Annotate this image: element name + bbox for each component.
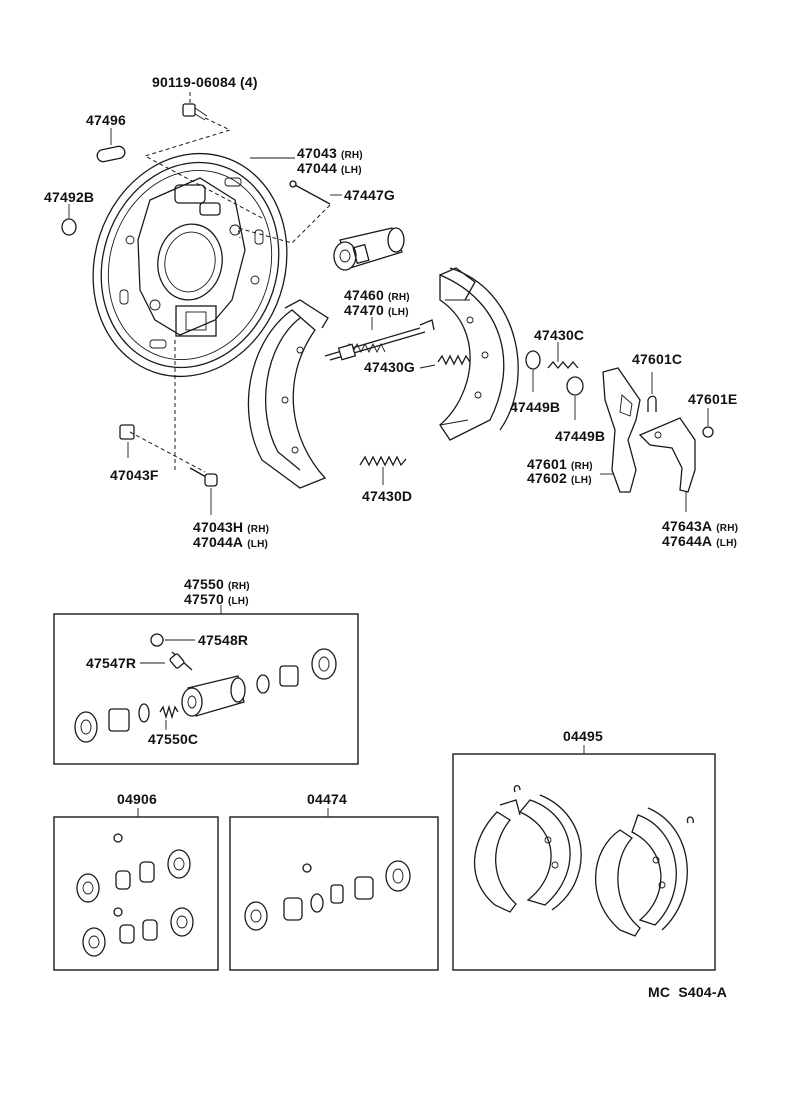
cup-b1-part-number: 47449B <box>510 399 561 415</box>
auto-adjust-lever-drawing <box>638 417 696 512</box>
pin-drawing <box>237 180 342 244</box>
adjuster-drawing <box>324 317 435 361</box>
left-brake-shoe-drawing <box>247 299 329 489</box>
spring-g-drawing <box>419 354 471 369</box>
kit-04474-label: 04474 <box>307 791 347 807</box>
cylinder-spring-part-number: 47550C <box>148 731 199 747</box>
lever-lh-number: 47602 <box>527 470 567 486</box>
wheel-cylinder-parts-drawing <box>74 633 337 743</box>
wheel-cylinder-lh-number: 47570 <box>184 591 224 607</box>
kit-04906-box <box>53 816 219 971</box>
parking-lever-drawing <box>600 367 641 493</box>
backing-plate-rh-number: 47043 <box>297 145 337 161</box>
wheel-cylinder-drawing <box>333 227 405 271</box>
clip-e-part-number: 47601E <box>688 391 738 407</box>
lever-rh-label: 47601(RH) <box>527 457 593 474</box>
kit-04474-parts-drawing <box>244 860 411 931</box>
backing-plate-rh-side: (RH) <box>340 150 363 161</box>
spring-d-drawing <box>359 455 407 485</box>
bleeder-plug-part-number: 47547R <box>86 655 137 671</box>
backing-plate-lh-side: (LH) <box>340 165 362 176</box>
spring-c-part-number: 47430C <box>534 327 585 343</box>
kit-04906-parts-drawing <box>76 833 194 957</box>
adjuster-lh-number: 47470 <box>344 302 384 318</box>
adjuster-lh-label: 47470(LH) <box>344 303 409 320</box>
wheel-cylinder-rh-side: (RH) <box>227 581 250 592</box>
adjuster-rh-number: 47460 <box>344 287 384 303</box>
bleeder-cap-part-number: 47548R <box>198 632 249 648</box>
wheel-cylinder-rh-number: 47550 <box>184 576 224 592</box>
cup-b2-part-number: 47449B <box>555 428 606 444</box>
bolt-part-number: 90119-06084 (4) <box>152 74 258 90</box>
lever2-lh-label: 47644A(LH) <box>662 534 737 551</box>
hold-down-parts-drawing <box>525 342 584 420</box>
diagram-footer-code: MC S404-A <box>648 984 728 1000</box>
spring-d-part-number: 47430D <box>362 488 413 504</box>
lever2-rh-side: (RH) <box>716 523 739 534</box>
backing-plate-drawing <box>92 152 288 378</box>
clip-e-drawing <box>702 426 714 438</box>
pin-part-number: 47447G <box>344 187 396 203</box>
adjuster-lh-side: (LH) <box>387 307 409 318</box>
wheel-cylinder-box <box>53 613 359 765</box>
bolt2-lh-side: (LH) <box>247 539 269 550</box>
bolt2-rh-side: (RH) <box>247 524 270 535</box>
wheel-cylinder-lh-label: 47570(LH) <box>184 592 249 609</box>
lever-lh-label: 47602(LH) <box>527 471 592 488</box>
kit-04474-box <box>229 816 439 971</box>
lower-fasteners-drawing <box>119 340 218 515</box>
bolt2-lh-number: 47044A <box>193 534 244 550</box>
cap-drawing <box>61 218 77 236</box>
lever-rh-number: 47601 <box>527 456 567 472</box>
kit-04495-label: 04495 <box>563 728 603 744</box>
spring-g-part-number: 47430G <box>364 359 416 375</box>
bolt-drawing <box>143 92 263 219</box>
adjuster-rh-side: (RH) <box>387 292 410 303</box>
backing-plate-rh-label: 47043(RH) <box>297 146 363 163</box>
backing-plate-lh-label: 47044(LH) <box>297 161 362 178</box>
kit-04906-label: 04906 <box>117 791 157 807</box>
lever-rh-side: (RH) <box>570 461 593 472</box>
adjuster-rh-label: 47460(RH) <box>344 288 410 305</box>
clip-c-drawing <box>647 372 657 412</box>
cap-part-number: 47492B <box>44 189 95 205</box>
lever2-rh-label: 47643A(RH) <box>662 519 738 536</box>
nut-part-number: 47043F <box>110 467 159 483</box>
lever-lh-side: (LH) <box>570 475 592 486</box>
backing-plate-lh-number: 47044 <box>297 160 337 176</box>
kit-04495-shoes-drawing <box>473 785 694 937</box>
lever2-rh-number: 47643A <box>662 518 713 534</box>
clip-c-part-number: 47601C <box>632 351 683 367</box>
lever2-lh-side: (LH) <box>716 538 738 549</box>
wheel-cylinder-rh-label: 47550(RH) <box>184 577 250 594</box>
bolt2-rh-number: 47043H <box>193 519 244 535</box>
plug-part-number: 47496 <box>86 112 126 128</box>
bolt2-rh-label: 47043H(RH) <box>193 520 269 537</box>
wheel-cylinder-lh-side: (LH) <box>227 596 249 607</box>
lever2-lh-number: 47644A <box>662 533 713 549</box>
plug-drawing <box>96 145 126 163</box>
bolt2-lh-label: 47044A(LH) <box>193 535 268 552</box>
right-brake-shoe-drawing <box>439 267 519 441</box>
